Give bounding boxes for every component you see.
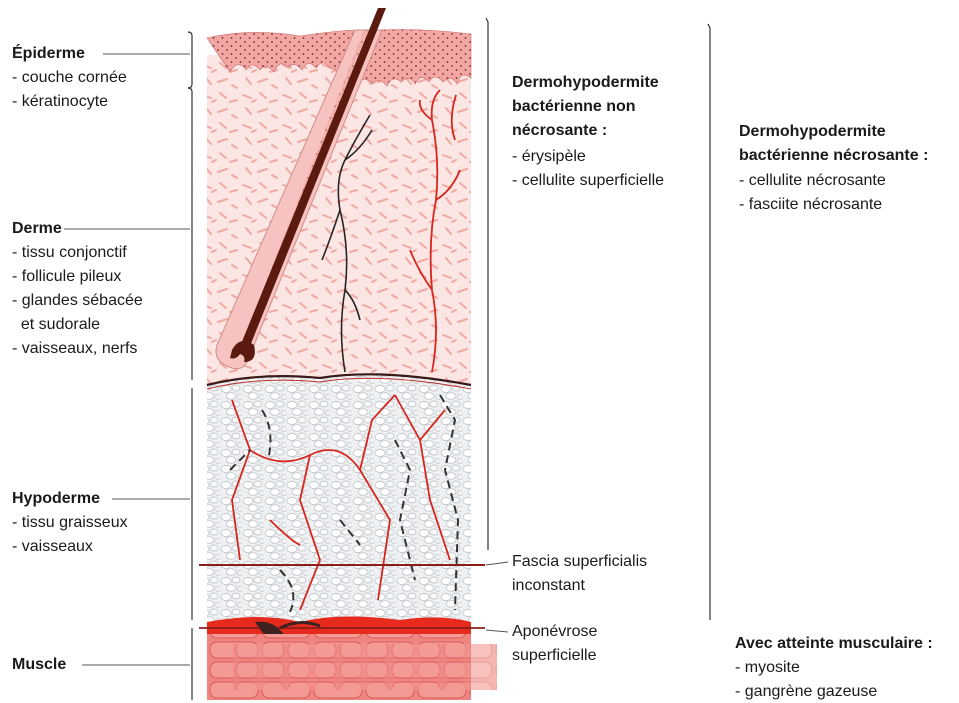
- label-derme-item: - vaisseaux, nerfs: [12, 338, 137, 360]
- label-derme-item: - glandes sébacée: [12, 290, 143, 312]
- label-necrosante-item: - fasciite nécrosante: [739, 194, 882, 216]
- label-non-necrosante-item: - cellulite superficielle: [512, 170, 664, 192]
- label-muscle-title: Muscle: [12, 654, 66, 676]
- label-derme-title: Derme: [12, 218, 62, 240]
- label-musculaire-title: Avec atteinte musculaire :: [735, 633, 933, 655]
- label-epiderme-item: - kératinocyte: [12, 91, 108, 113]
- label-non-necrosante-title: Dermohypodermite: [512, 72, 659, 94]
- label-non-necrosante-title: nécrosante :: [512, 120, 607, 142]
- right-bracket-non-necrosante: [486, 18, 488, 550]
- label-necrosante-title: Dermohypodermite: [739, 121, 886, 143]
- hypodermis-layer: [207, 374, 471, 622]
- label-derme-item: - tissu conjonctif: [12, 242, 127, 264]
- label-fascia: inconstant: [512, 575, 585, 597]
- label-musculaire-item: - gangrène gazeuse: [735, 681, 877, 703]
- left-bracket: [188, 32, 192, 700]
- label-hypoderme-item: - tissu graisseux: [12, 512, 128, 534]
- label-epiderme-item: - couche cornée: [12, 67, 127, 89]
- label-derme-item: - follicule pileux: [12, 266, 121, 288]
- label-derme-item: et sudorale: [12, 314, 100, 336]
- label-aponevrose: Aponévrose: [512, 621, 597, 643]
- label-aponevrose: superficielle: [512, 645, 596, 667]
- label-non-necrosante-item: - érysipèle: [512, 146, 586, 168]
- label-necrosante-item: - cellulite nécrosante: [739, 170, 886, 192]
- label-non-necrosante-title: bactérienne non: [512, 96, 636, 118]
- label-hypoderme-title: Hypoderme: [12, 488, 100, 510]
- label-epiderme-title: Épiderme: [12, 43, 85, 65]
- right-bracket-necrosante: [708, 24, 710, 620]
- label-fascia: Fascia superficialis: [512, 551, 647, 573]
- label-hypoderme-item: - vaisseaux: [12, 536, 93, 558]
- aponeurosis-band: [207, 616, 471, 634]
- label-musculaire-item: - myosite: [735, 657, 800, 679]
- label-necrosante-title: bactérienne nécrosante :: [739, 145, 928, 167]
